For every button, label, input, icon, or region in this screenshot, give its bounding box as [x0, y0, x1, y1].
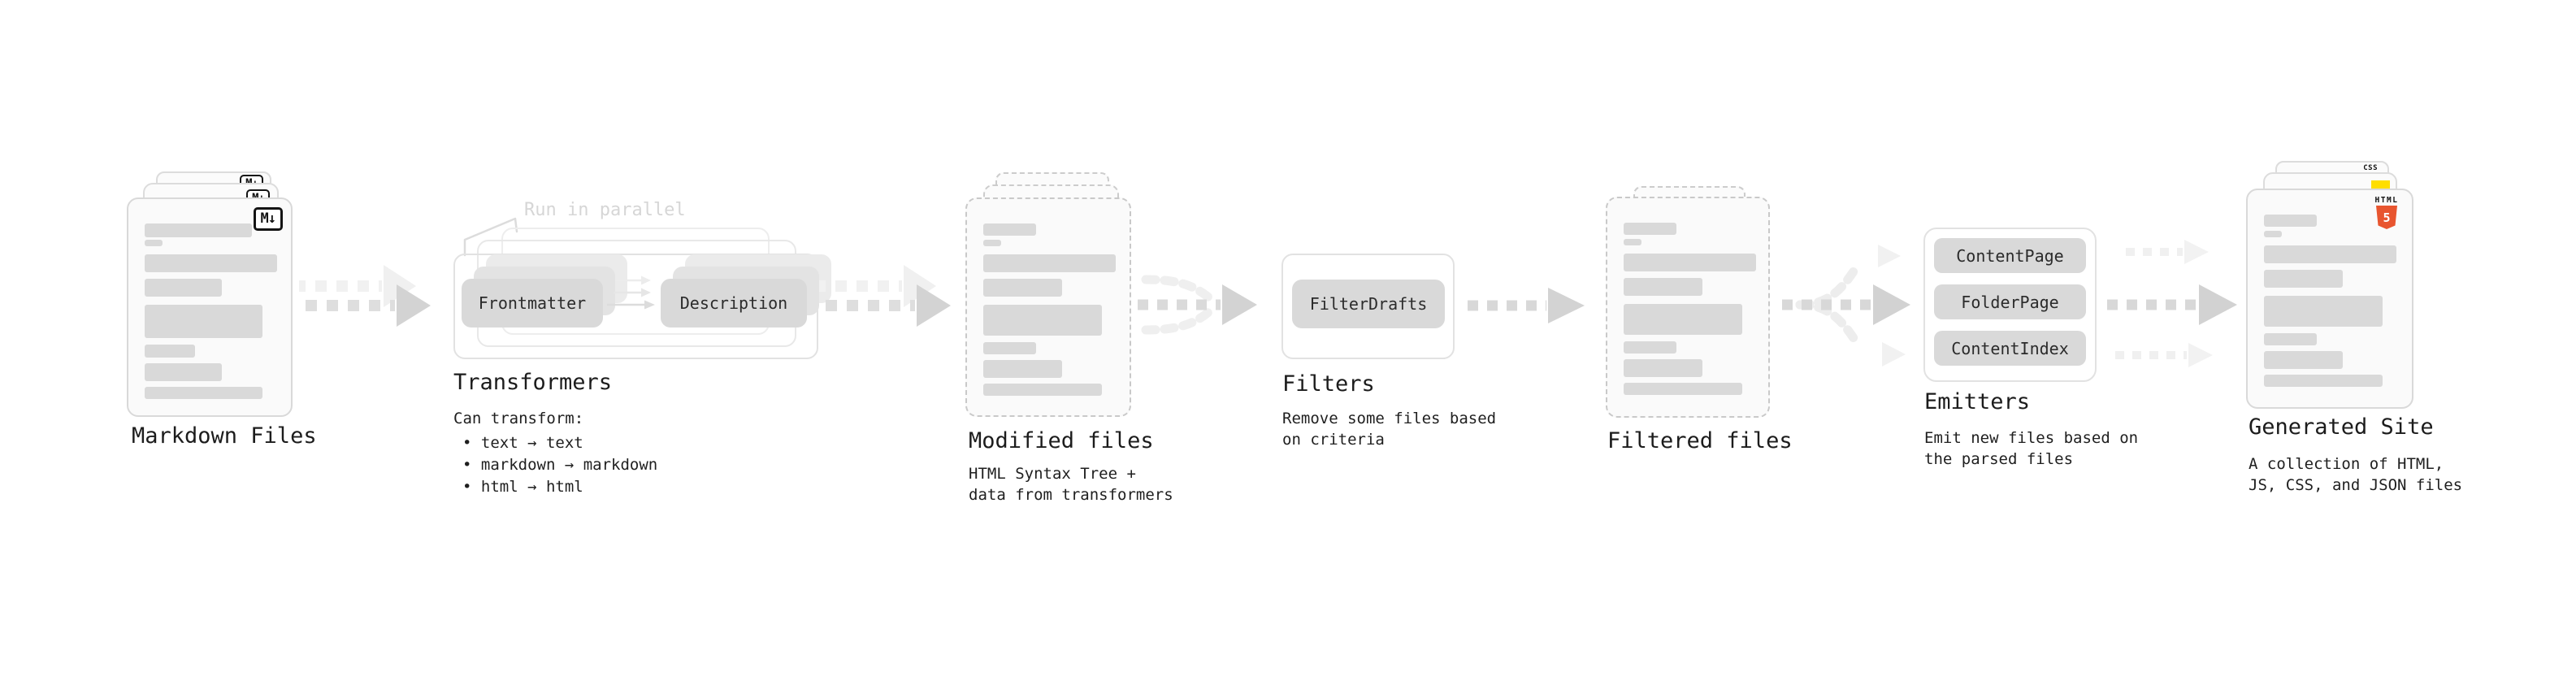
stage-filtered-files: Filtered files [1606, 186, 1793, 495]
transformer-pill-frontmatter: Frontmatter [462, 279, 603, 327]
markdown-file-card-front: M↓ [127, 197, 293, 417]
flow-arrow-icon [299, 265, 431, 327]
document-text-placeholder [2264, 215, 2396, 387]
filters-sub: Remove some files based [1282, 410, 1497, 427]
emitter-pill-folderpage: FolderPage [1934, 284, 2086, 319]
stage-generated-site: CSS HTML 5 Generated Site A collection o… [2246, 161, 2462, 510]
flow-arrow-icon [819, 265, 951, 327]
generated-site-sub: A collection of HTML, [2249, 455, 2444, 473]
modified-file-card-front [965, 197, 1131, 417]
stage-label-generated-site: Generated Site [2249, 414, 2434, 440]
stage-label-filters: Filters [1282, 371, 1375, 397]
svg-text:5: 5 [2383, 210, 2390, 225]
stage-filters: FilterDrafts Filters Remove some files b… [1281, 254, 1496, 481]
multi-flow-arrow-icon [2107, 240, 2237, 367]
js-icon [2371, 180, 2390, 189]
transformers-bullet: • text → text [462, 434, 583, 452]
stage-modified-files: Modified files HTML Syntax Tree + data f… [965, 171, 1173, 512]
modified-files-sub: data from transformers [969, 486, 1173, 504]
flow-arrow-icon [1468, 288, 1585, 323]
transformers-bullet: • markdown → markdown [462, 456, 658, 474]
merge-arrow-icon [1138, 275, 1257, 335]
modified-files-sub: HTML Syntax Tree + [969, 465, 1136, 483]
callout-line [463, 217, 518, 257]
filters-sub: on criteria [1282, 431, 1385, 449]
emitter-pill-contentindex: ContentIndex [1934, 331, 2086, 366]
run-in-parallel-annotation: Run in parallel [524, 200, 686, 220]
document-text-placeholder [983, 223, 1116, 396]
stage-label-filtered-files: Filtered files [1607, 428, 1793, 453]
generated-file-card-html: HTML 5 [2246, 189, 2413, 409]
document-text-placeholder [145, 223, 277, 399]
html5-icon: HTML 5 [2371, 196, 2402, 231]
pipe-arrows-icon [607, 275, 655, 310]
stage-label-markdown-files: Markdown Files [132, 423, 317, 449]
transformer-pill-description: Description [661, 279, 807, 327]
html5-word: HTML [2374, 196, 2399, 205]
stage-transformers: Run in parallel Frontmatter Description … [443, 195, 833, 520]
stage-emitters: ContentPage FolderPage ContentIndex Emit… [1923, 228, 2138, 488]
emitters-sub: Emit new files based on [1924, 429, 2139, 447]
emitter-pill-contentpage: ContentPage [1934, 238, 2086, 273]
markdown-icon: M↓ [253, 207, 283, 231]
transformers-bullet: • html → html [462, 478, 583, 496]
document-text-placeholder [1624, 223, 1756, 395]
filter-pill-filterdrafts: FilterDrafts [1292, 280, 1445, 328]
transformers-intro: Can transform: [453, 410, 584, 427]
stage-label-transformers: Transformers [453, 370, 613, 395]
branch-arrow-icon [1782, 245, 1910, 367]
filtered-file-card-front [1606, 197, 1770, 418]
stage-label-emitters: Emitters [1924, 389, 2031, 414]
emitters-sub: the parsed files [1924, 450, 2074, 468]
generated-site-sub: JS, CSS, and JSON files [2249, 476, 2463, 494]
stage-markdown-files: M↓ M↓ M↓ Markdown Files [127, 161, 317, 486]
stage-label-modified-files: Modified files [969, 428, 1154, 453]
